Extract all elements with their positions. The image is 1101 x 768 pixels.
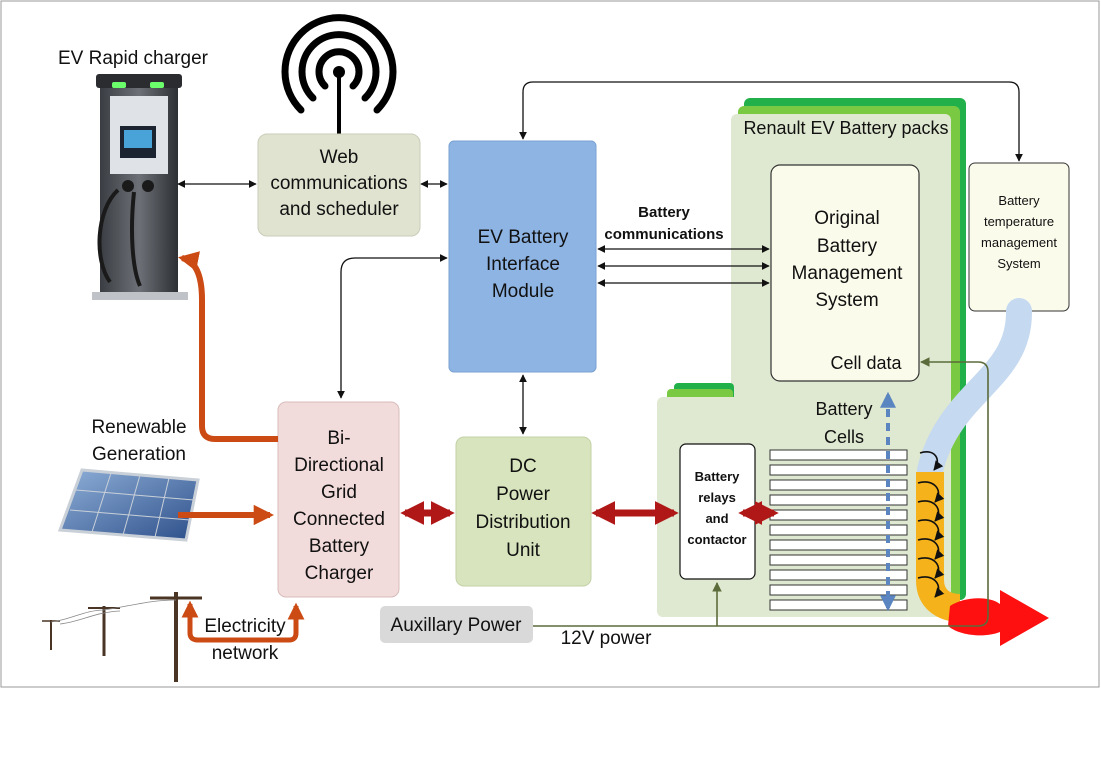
svg-text:Management: Management xyxy=(792,263,904,284)
svg-text:Battery: Battery xyxy=(817,236,878,257)
auxiliary-power-line xyxy=(533,357,989,627)
svg-text:DC: DC xyxy=(509,456,536,477)
svg-text:Bi-: Bi- xyxy=(327,428,350,449)
ev-charger-icon xyxy=(92,74,188,300)
battery-packs-title: Renault EV Battery packs xyxy=(743,118,948,138)
svg-text:Auxillary Power: Auxillary Power xyxy=(391,615,523,636)
auxillary-power-box: Auxillary Power xyxy=(380,606,533,643)
svg-text:Module: Module xyxy=(492,281,554,302)
svg-text:Battery: Battery xyxy=(309,536,370,557)
svg-text:contactor: contactor xyxy=(687,532,746,547)
battery-cell xyxy=(769,539,908,551)
battery-communications-label: Battery xyxy=(638,204,690,221)
bidirectional-charger-box: Bi- Directional Grid Connected Battery C… xyxy=(277,401,400,598)
svg-text:relays: relays xyxy=(698,490,736,505)
electricity-network-label-2: network xyxy=(212,643,279,664)
charger-to-rapid-charger-power xyxy=(177,251,278,442)
battery-cells-label-2: Cells xyxy=(824,427,864,447)
interface-charger-link xyxy=(337,254,448,399)
svg-text:management: management xyxy=(981,235,1057,250)
battery-cell xyxy=(769,599,908,611)
coolant-flow-arrows xyxy=(917,451,945,598)
svg-text:Unit: Unit xyxy=(506,540,541,561)
svg-text:Interface: Interface xyxy=(486,254,560,275)
battery-cells xyxy=(769,449,908,611)
power-line-icon xyxy=(42,592,202,682)
grid-to-charger-power xyxy=(181,600,305,643)
coolant-pipe-cold xyxy=(917,298,1033,483)
battery-cell xyxy=(769,524,908,536)
svg-text:Power: Power xyxy=(496,484,551,505)
svg-text:and: and xyxy=(705,511,728,526)
svg-text:System: System xyxy=(997,256,1040,271)
svg-text:Battery: Battery xyxy=(998,193,1040,208)
svg-text:temperature: temperature xyxy=(984,214,1054,229)
battery-relays-box: Battery relays and contactor xyxy=(679,443,756,580)
battery-cell xyxy=(769,449,908,461)
battery-temperature-management-box: Battery temperature management System xyxy=(968,162,1070,312)
original-bms-box: Original Battery Management System Cell … xyxy=(770,164,920,382)
svg-text:Web: Web xyxy=(320,147,359,168)
battery-cell xyxy=(769,479,908,491)
svg-text:System: System xyxy=(815,290,878,311)
wireless-antenna-icon xyxy=(281,14,397,136)
svg-text:Directional: Directional xyxy=(294,455,384,476)
solar-panel-icon xyxy=(57,468,200,542)
battery-cell xyxy=(769,584,908,596)
hot-outflow-arrow xyxy=(948,590,1049,646)
battery-communications-label-2: communications xyxy=(604,226,723,243)
electricity-network-label: Electricity xyxy=(204,616,286,637)
battery-cell xyxy=(769,464,908,476)
svg-text:communications: communications xyxy=(270,173,407,194)
ev-battery-interface-module: EV Battery Interface Module xyxy=(448,140,597,373)
svg-text:Grid: Grid xyxy=(321,482,357,503)
cell-data-label: Cell data xyxy=(830,353,902,373)
interface-temperature-link xyxy=(519,81,1023,162)
battery-cell xyxy=(769,569,908,581)
svg-text:and scheduler: and scheduler xyxy=(279,199,399,220)
web-communications-box: Web communications and scheduler xyxy=(257,133,421,237)
svg-text:Original: Original xyxy=(814,208,879,229)
diagram-frame xyxy=(0,0,1100,688)
twelve-volt-power-label: 12V power xyxy=(561,628,653,649)
svg-text:Connected: Connected xyxy=(293,509,385,530)
ev-rapid-charger-label: EV Rapid charger xyxy=(58,48,209,69)
battery-cell xyxy=(769,554,908,566)
svg-text:Battery: Battery xyxy=(695,469,741,484)
renewable-label-2: Generation xyxy=(92,444,186,465)
renewable-label: Renewable xyxy=(91,417,186,438)
svg-text:Distribution: Distribution xyxy=(475,512,570,533)
battery-cell xyxy=(769,494,908,506)
svg-text:Charger: Charger xyxy=(305,563,374,584)
dc-power-distribution-box: DC Power Distribution Unit xyxy=(455,436,592,587)
battery-cells-label: Battery xyxy=(815,399,872,419)
svg-text:EV Battery: EV Battery xyxy=(478,227,569,248)
